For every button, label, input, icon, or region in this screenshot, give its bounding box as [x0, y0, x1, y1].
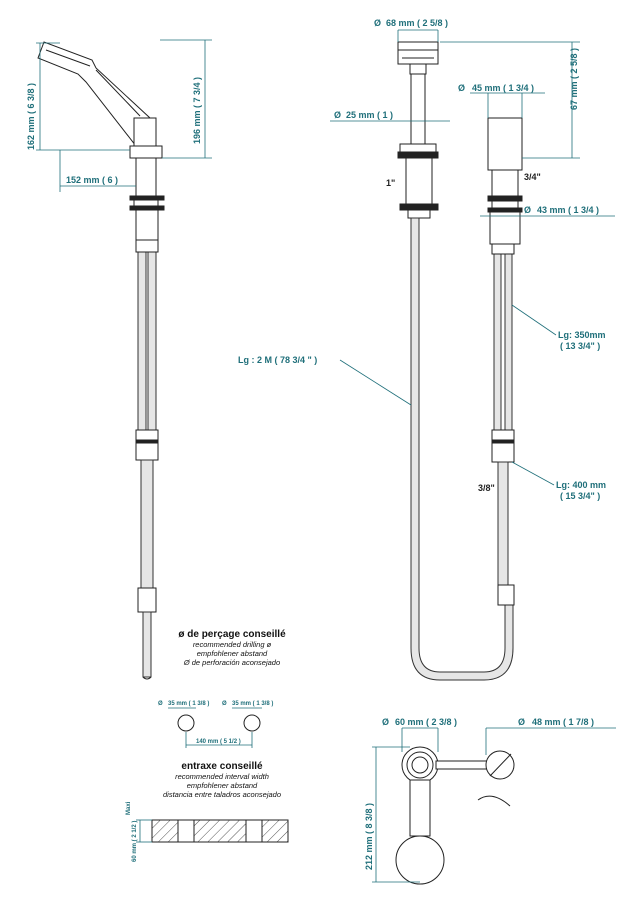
drill-hole-left [177, 714, 195, 732]
flex1-in-label: ( 13 3/4" ) [560, 341, 600, 351]
dim-196-label: 196 mm ( 7 3/4 ) [192, 77, 202, 144]
hose-length-label: Lg : 2 M ( 78 3/4 " ) [238, 355, 317, 365]
interval-line-3: distancia entre taladros aconsejado [163, 790, 281, 799]
dim-68-symbol: Ø [374, 18, 381, 28]
drilling-notes: ø de perçage conseillé recommended drill… [178, 629, 286, 667]
deck-section: Maxi 60 mm ( 2 1/2 ) [126, 801, 289, 862]
deck-thickness-label: 60 mm ( 2 1/2 ) [132, 821, 138, 862]
top-212-label: 212 mm ( 8 3/8 ) [364, 803, 374, 870]
flex1-mm-label: Lg: 350mm [558, 330, 606, 340]
drilling-line-3: Ø de perforación aconsejado [183, 658, 280, 667]
dim-43-symbol: Ø [524, 205, 531, 215]
top-48-symbol: Ø [518, 717, 525, 727]
drill-hole-right [243, 714, 261, 732]
thread-1in-label: 1" [386, 178, 395, 188]
dim-25-symbol: Ø [334, 110, 341, 120]
interval-notes: entraxe conseillé recommended interval w… [163, 761, 281, 799]
dim-162-label: 162 mm ( 6 3/8 ) [26, 83, 36, 150]
top-48-label: 48 mm ( 1 7/8 ) [532, 717, 594, 727]
drilling-holes: Ø 35 mm ( 1 3/8 ) Ø 35 mm ( 1 3/8 ) 140 … [158, 701, 273, 748]
flex2-in-label: ( 15 3/4" ) [560, 491, 600, 501]
dim-152-label: 152 mm ( 6 ) [66, 175, 118, 185]
front-view-shower-head [397, 41, 439, 219]
hole-b-symbol: Ø [222, 701, 227, 707]
dim-25-label: 25 mm ( 1 ) [346, 110, 393, 120]
top-60-label: 60 mm ( 2 3/8 ) [395, 717, 457, 727]
dim-67-label: 67 mm ( 2 5/8 ) [569, 48, 579, 110]
dim-68-label: 68 mm ( 2 5/8 ) [386, 18, 448, 28]
dim-45-label: 45 mm ( 1 3/4 ) [472, 83, 534, 93]
thread-38-label: 3/8" [478, 483, 495, 493]
front-view-hoses [410, 217, 515, 681]
dim-45-symbol: Ø [458, 83, 465, 93]
front-view-mixer-body [487, 117, 523, 245]
flex2-mm-label: Lg: 400 mm [556, 480, 606, 490]
interval-label: 140 mm ( 5 1/2 ) [196, 739, 241, 745]
drilling-line-2: empfohlener abstand [197, 649, 268, 658]
interval-title: entraxe conseillé [181, 761, 263, 772]
top-view: Ø 60 mm ( 2 3/8 ) Ø 48 mm ( 1 7/8 ) 212 … [364, 717, 616, 885]
deck-max-label: Maxi [126, 801, 132, 815]
hole-b-label: 35 mm ( 1 3/8 ) [232, 701, 273, 707]
front-view-dimensions: Ø 68 mm ( 2 5/8 ) 67 mm ( 2 5/8 ) Ø 25 m… [238, 18, 615, 501]
drilling-title: ø de perçage conseillé [178, 629, 286, 640]
side-view-dimensions: 162 mm ( 6 3/8 ) 196 mm ( 7 3/4 ) 152 mm… [26, 39, 212, 192]
top-60-symbol: Ø [382, 717, 389, 727]
interval-line-2: empfohlener abstand [187, 781, 258, 790]
side-view-shower-head [37, 41, 165, 241]
interval-line-1: recommended interval width [175, 772, 269, 781]
side-view-hoses [135, 239, 159, 680]
hole-a-label: 35 mm ( 1 3/8 ) [168, 701, 209, 707]
thread-34-label: 3/4" [524, 172, 541, 182]
drilling-line-1: recommended drilling ø [193, 640, 272, 649]
dim-43-label: 43 mm ( 1 3/4 ) [537, 205, 599, 215]
hole-a-symbol: Ø [158, 701, 163, 707]
